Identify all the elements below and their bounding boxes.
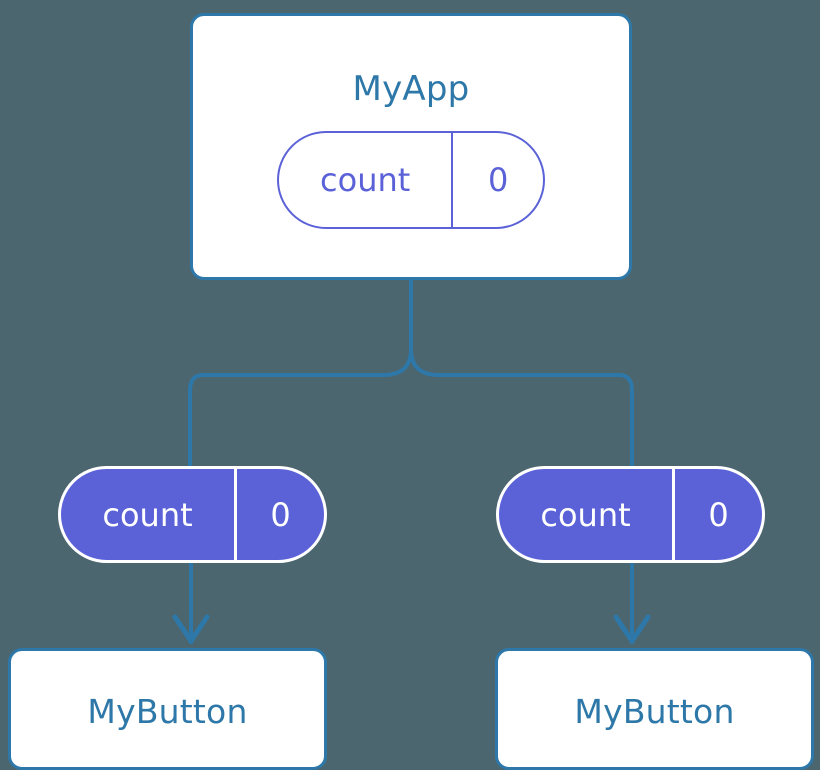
- prop-pill-left-value: 0: [234, 469, 324, 560]
- prop-pill-right-value: 0: [672, 469, 762, 560]
- state-pill-myapp-value: 0: [451, 133, 543, 227]
- component-node-mybutton-left[interactable]: MyButton: [8, 648, 327, 770]
- component-node-mybutton-right[interactable]: MyButton: [495, 648, 814, 770]
- prop-pill-right-key: count: [540, 495, 631, 534]
- component-title-mybutton-left: MyButton: [87, 692, 248, 731]
- prop-pill-mybutton-left[interactable]: count 0: [58, 466, 327, 563]
- state-pill-myapp-key: count: [320, 161, 411, 199]
- prop-pill-left-key: count: [102, 495, 193, 534]
- arrowhead-right-icon: [613, 614, 651, 644]
- connector-branch-left: [188, 348, 413, 466]
- prop-pill-mybutton-right[interactable]: count 0: [496, 466, 765, 563]
- component-title-myapp: MyApp: [352, 69, 470, 109]
- component-title-mybutton-right: MyButton: [574, 692, 735, 731]
- arrowhead-left-icon: [172, 614, 210, 644]
- state-pill-myapp[interactable]: count 0: [277, 131, 545, 229]
- connector-branch-right: [409, 348, 634, 466]
